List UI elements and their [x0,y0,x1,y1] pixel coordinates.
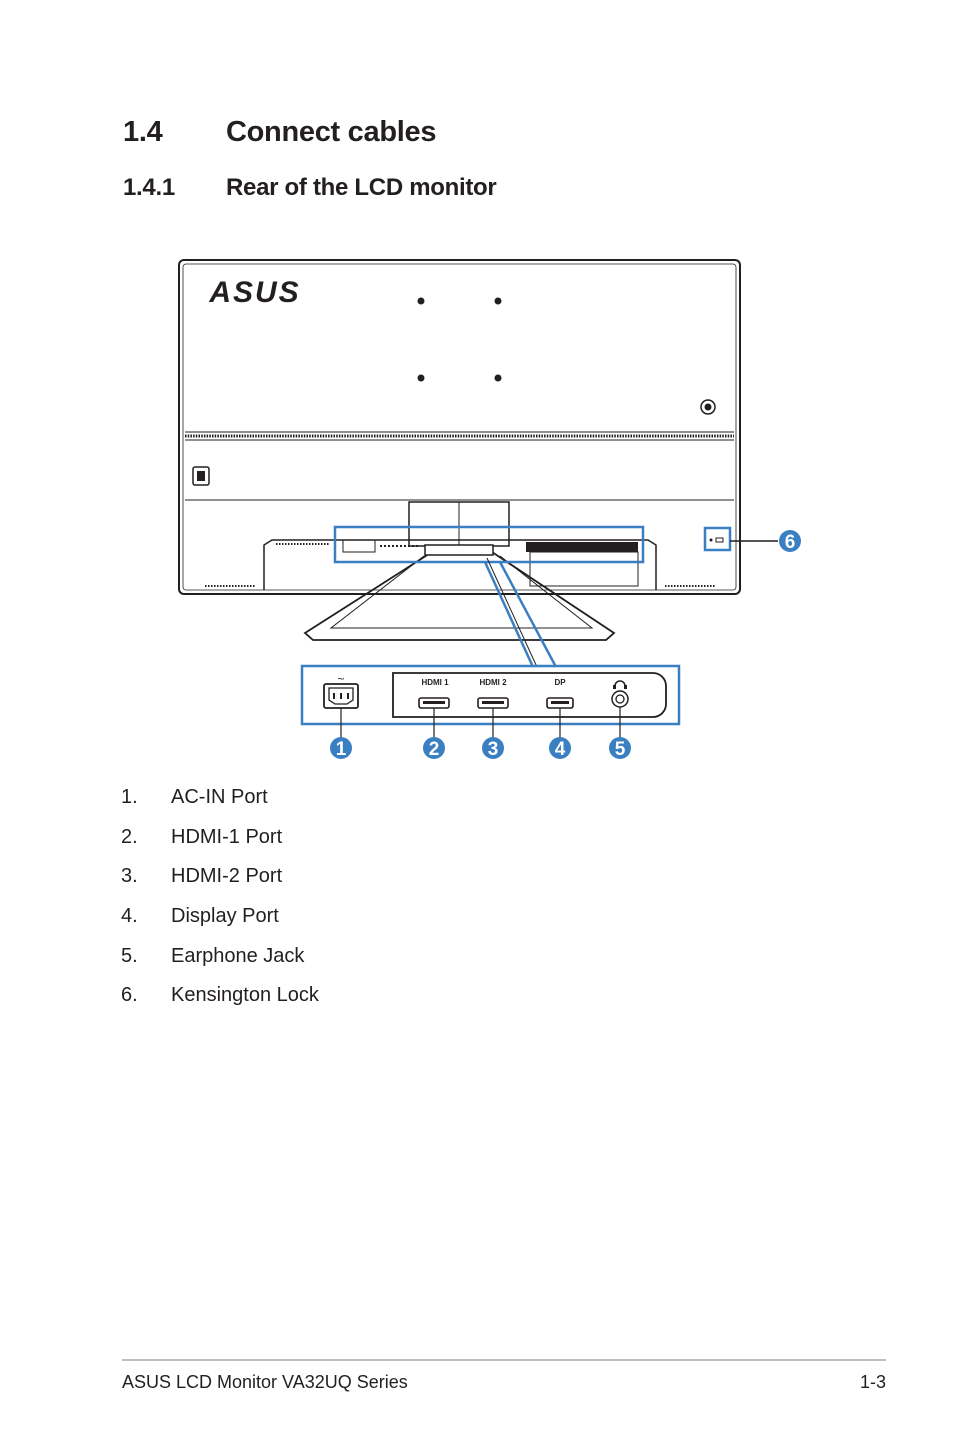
svg-text:1: 1 [336,739,347,760]
kensington-lock-highlight [703,526,732,552]
power-button-icon [700,399,716,415]
monitor-body-outline [178,259,741,595]
ac-in-port-icon: ~ [323,672,359,709]
footer-title: ASUS LCD Monitor VA32UQ Series [122,1372,408,1392]
headphone-icon [613,680,627,689]
callout-1: 1 [330,737,352,760]
svg-text:~: ~ [337,672,344,686]
port-zoom-panel [300,664,681,726]
side-control-button-icon [192,466,210,486]
subsection-title: Rear of the LCD monitor [226,174,497,201]
rear-ports-miniature [342,539,638,553]
monitor-rear-diagram: ASUS [178,259,801,760]
svg-text:3: 3 [488,739,499,760]
hdmi2-label: HDMI 2 [479,678,507,687]
hdmi2-port-icon [477,697,509,709]
footer-divider [122,1359,886,1361]
monitor-body-inner [182,263,737,591]
svg-text:6: 6 [785,532,796,553]
callout-leaders [340,707,621,738]
section-number: 1.4 [123,116,163,148]
asus-logo: ASUS [208,276,300,309]
hdmi1-port-icon [418,697,450,709]
svg-text:5: 5 [615,739,626,760]
earphone-jack-icon [611,690,629,708]
callout-6: 6 [779,530,801,553]
callout-5: 5 [609,737,631,760]
displayport-icon [546,697,574,709]
hdmi1-label: HDMI 1 [421,678,449,687]
vesa-mount-holes [417,297,502,382]
subsection-number: 1.4.1 [123,174,175,201]
monitor-stand [303,544,616,641]
dp-label: DP [554,678,566,687]
svg-text:4: 4 [555,739,566,760]
callout-4: 4 [549,737,571,760]
callout-3: 3 [482,737,504,760]
callout-2: 2 [423,737,445,760]
section-title: Connect cables [226,116,437,148]
page-number: 1-3 [859,1372,886,1392]
svg-text:2: 2 [429,739,440,760]
